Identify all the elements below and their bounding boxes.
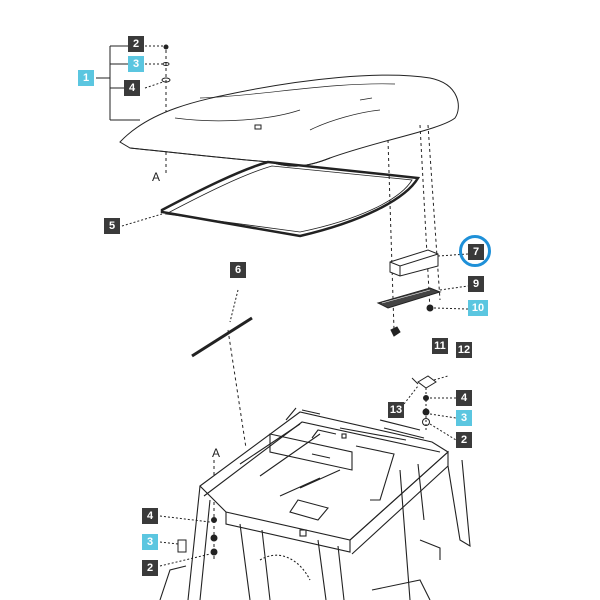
part-10-screw	[390, 304, 469, 337]
callout-3-right[interactable]: 3	[456, 410, 472, 426]
bracket-hardware-left	[159, 460, 218, 567]
callout-1-roof[interactable]: 1	[78, 70, 94, 86]
reference-letter-top: A	[152, 170, 161, 184]
callout-6-rod[interactable]: 6	[230, 262, 246, 278]
callout-10-screw[interactable]: 10	[468, 300, 488, 316]
callout-3-left[interactable]: 3	[142, 534, 158, 550]
roof-seal	[121, 160, 421, 238]
rod-6	[191, 289, 253, 358]
part-7-pad	[389, 249, 469, 277]
bracket-lines	[96, 45, 164, 121]
callout-2-top[interactable]: 2	[128, 36, 144, 52]
roof-panel	[119, 74, 459, 167]
callout-4-right[interactable]: 4	[456, 390, 472, 406]
callout-5-seal[interactable]: 5	[104, 218, 120, 234]
callout-13[interactable]: 13	[388, 402, 404, 418]
callout-12[interactable]: 12	[456, 342, 472, 358]
bracket-hardware-right	[403, 375, 457, 441]
cab-frame	[159, 407, 471, 600]
callout-11[interactable]: 11	[432, 338, 448, 354]
callout-4-left[interactable]: 4	[142, 508, 158, 524]
reference-letter-bottom: A	[212, 446, 221, 460]
callout-2-right[interactable]: 2	[456, 432, 472, 448]
roof-fastener-stack	[161, 44, 171, 175]
callout-4-top[interactable]: 4	[124, 80, 140, 96]
alignment-lines	[227, 124, 441, 449]
highlight-ring	[459, 235, 491, 267]
callout-3-top[interactable]: 3	[128, 56, 144, 72]
part-9-plate	[376, 285, 469, 309]
callout-2-left[interactable]: 2	[142, 560, 158, 576]
callout-9-plate[interactable]: 9	[468, 276, 484, 292]
